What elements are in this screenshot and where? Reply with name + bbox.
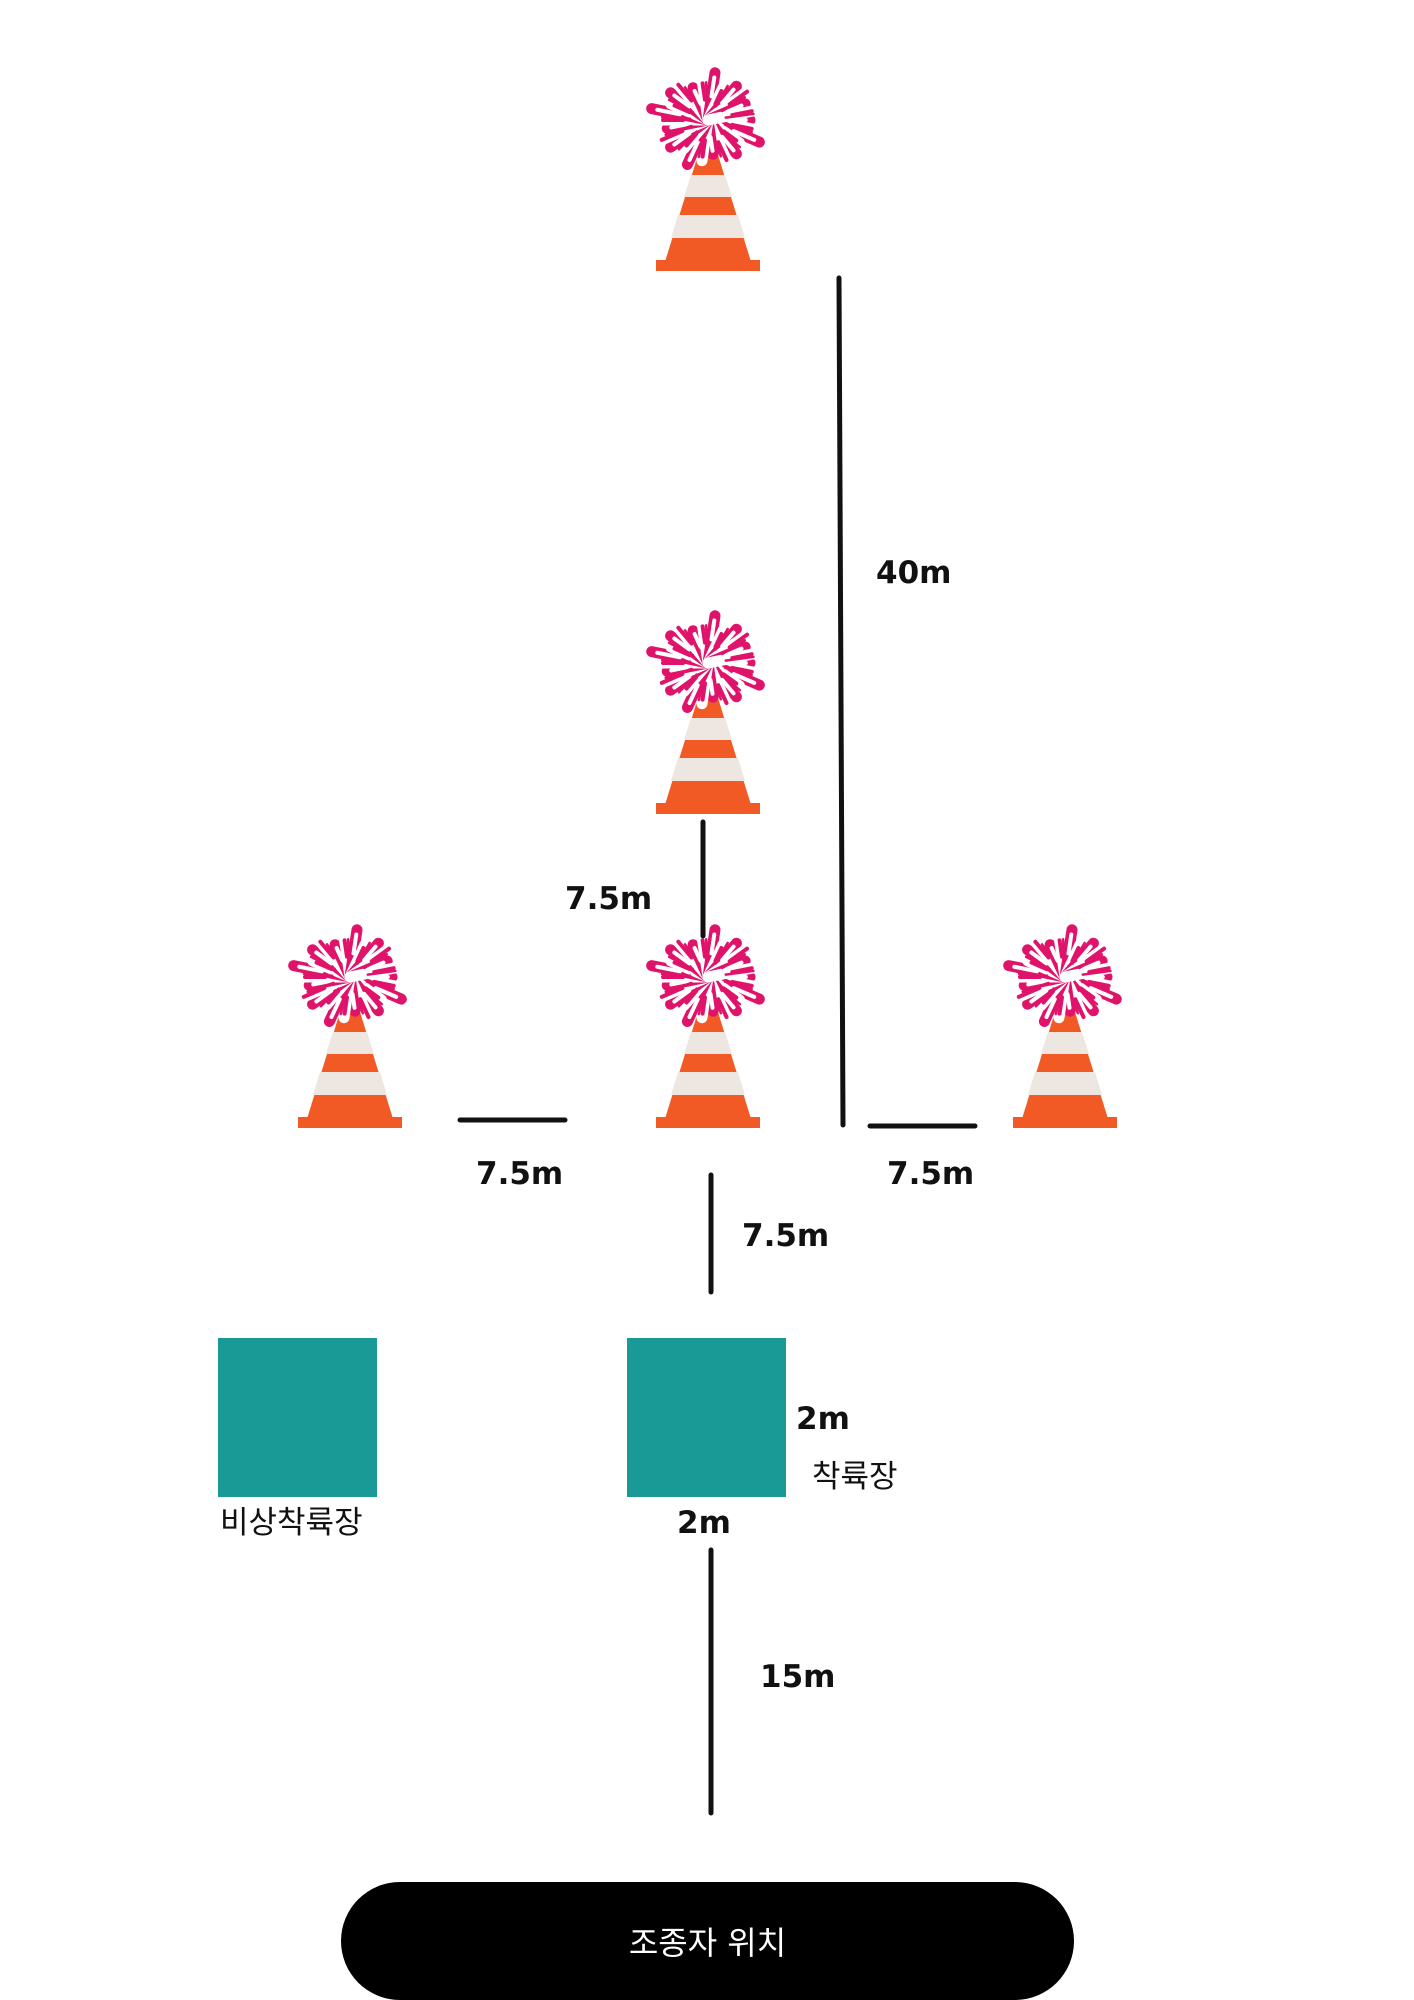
label-pad-height: 2m [796,1401,850,1437]
pompom-icon [1003,924,1122,1027]
cone-center [646,924,765,1128]
cone-right [1003,924,1122,1128]
label-left-horizontal: 7.5m [476,1156,564,1192]
cone-left [288,924,407,1128]
label-pad-width: 2m [677,1505,731,1541]
traffic-cone-icon [656,685,760,814]
label-right-horizontal: 7.5m [887,1156,975,1192]
label-center-between-cones: 7.5m [565,881,653,917]
traffic-cone-icon [656,142,760,271]
cone-middle [646,610,765,814]
pompom-icon [646,610,765,713]
label-landing-pad: 착륙장 [812,1459,898,1495]
label-pad-to-pilot: 15m [760,1659,836,1695]
pompom-icon [646,924,765,1027]
pompom-icon [646,67,765,170]
arrow-40m [836,275,846,1128]
label-40m: 40m [876,555,952,591]
landing-pad [627,1338,786,1497]
label-center-to-pad: 7.5m [742,1218,830,1254]
pilot-position-label: 조종자 위치 [628,1924,787,1962]
traffic-cone-icon [1013,999,1117,1128]
traffic-cone-icon [656,999,760,1128]
pilot-position-bar: 조종자 위치 [341,1882,1074,2000]
label-emergency-pad: 비상착륙장 [220,1505,363,1541]
pompom-icon [288,924,407,1027]
traffic-cone-icon [298,999,402,1128]
emergency-landing-pad [218,1338,377,1497]
cone-top [646,67,765,271]
